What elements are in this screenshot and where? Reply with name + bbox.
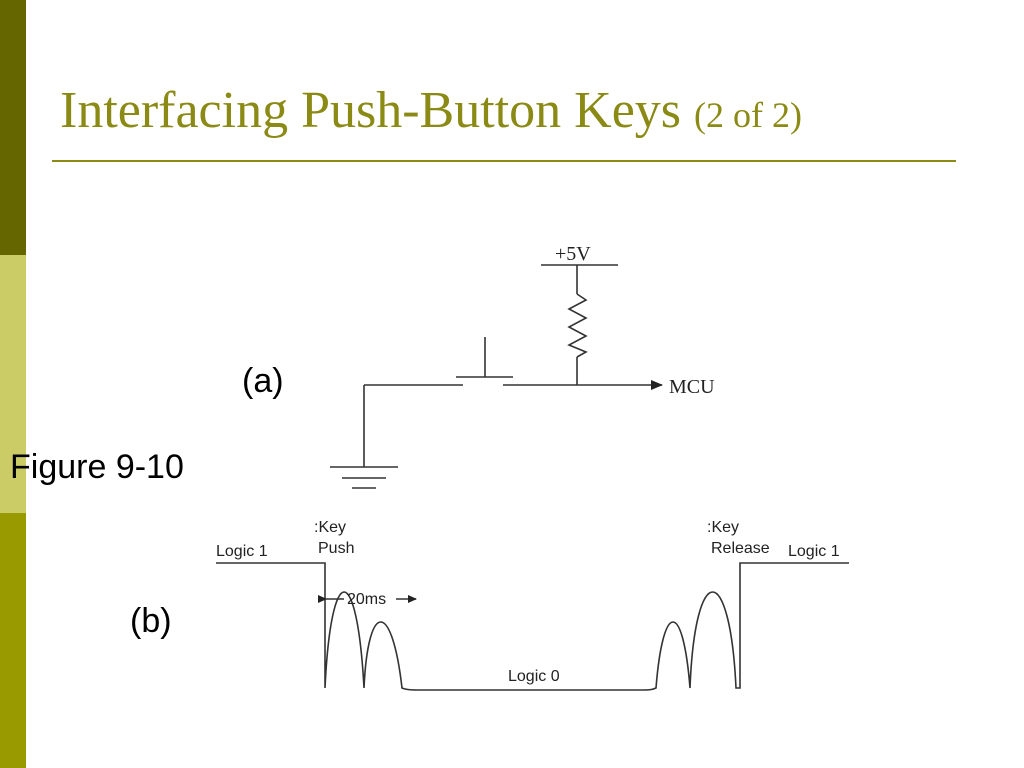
sidebar-bar-bottom (0, 513, 26, 768)
key-bounce-signal (216, 562, 849, 691)
logic1-right-label: Logic 1 (788, 543, 840, 560)
slide-title: Interfacing Push-Button Keys (2 of 2) (60, 82, 802, 139)
push-button-circuit (330, 264, 663, 489)
bounce-waveform (216, 562, 849, 691)
title-underline (52, 160, 956, 162)
mcu-label: MCU (669, 376, 715, 398)
figure-label: Figure 9-10 (10, 448, 184, 486)
bounce-time-label: 20ms (347, 591, 386, 608)
slide-title-main: Interfacing Push-Button Keys (60, 82, 682, 139)
slide-title-suffix: (2 of 2) (694, 95, 802, 135)
waveform-label: (b) (130, 602, 172, 640)
supply-label: +5V (555, 243, 591, 265)
key-push-label-line1: :Key (314, 519, 346, 536)
pullup-resistor-icon (567, 293, 588, 358)
sidebar-bar-top (0, 0, 26, 255)
key-release-label-line1: :Key (707, 519, 739, 536)
circuit-label: (a) (242, 362, 284, 400)
key-release-label-line2: Release (711, 540, 770, 557)
logic1-left-label: Logic 1 (216, 543, 268, 560)
logic0-label: Logic 0 (508, 668, 560, 685)
sidebar-bar-middle (0, 255, 26, 513)
key-push-label-line2: Push (318, 540, 354, 557)
